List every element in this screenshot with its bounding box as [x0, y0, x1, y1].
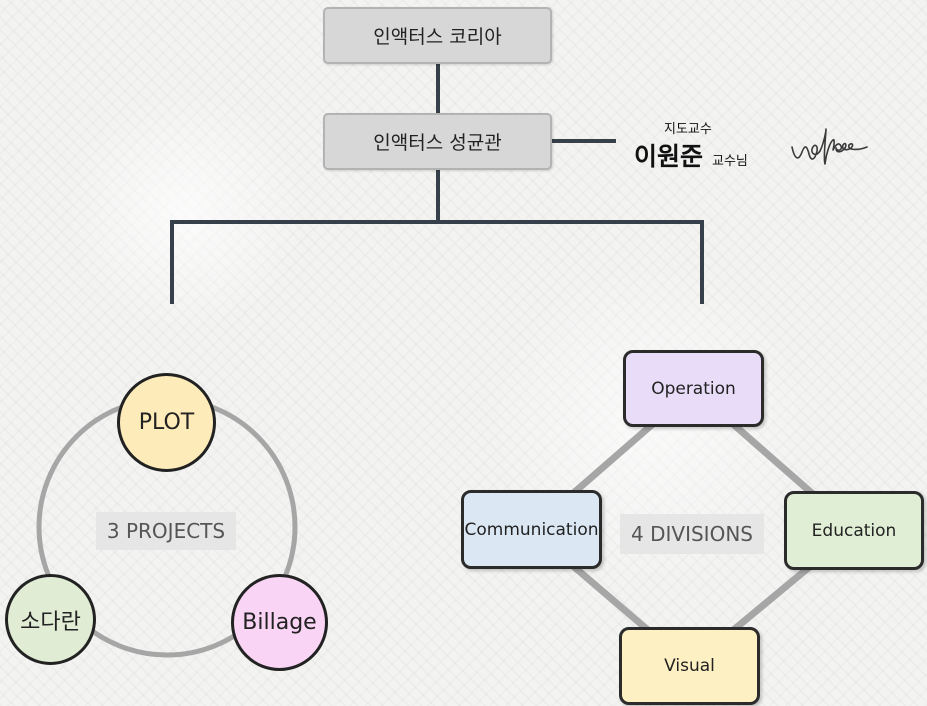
division-label: Operation: [651, 378, 736, 399]
project-node-billage: Billage: [231, 574, 328, 671]
division-box-visual: Visual: [619, 627, 760, 705]
division-box-operation: Operation: [623, 350, 764, 427]
project-node-sodaran: 소다란: [5, 574, 96, 665]
org-box-enactus-korea: 인액터스 코리아: [323, 7, 552, 64]
advisor-title: 교수님: [712, 154, 748, 169]
divisions-center-text: 4 DIVISIONS: [631, 522, 753, 546]
signature-icon: [791, 128, 868, 165]
advisor-label: 지도교수: [664, 122, 712, 137]
project-node-label: PLOT: [138, 410, 195, 435]
division-label: Communication: [464, 519, 599, 540]
projects-center-label: 3 PROJECTS: [96, 512, 236, 550]
divisions-center-label: 4 DIVISIONS: [620, 514, 764, 554]
division-box-communication: Communication: [461, 490, 602, 569]
advisor-name: 이원준: [634, 142, 704, 171]
org-box-enactus-skku: 인액터스 성균관: [323, 113, 552, 170]
project-node-label: 소다란: [20, 609, 81, 635]
projects-center-text: 3 PROJECTS: [106, 519, 226, 543]
division-label: Education: [811, 520, 897, 541]
division-label: Visual: [664, 656, 715, 676]
division-box-education: Education: [784, 491, 924, 570]
org-box-label: 인액터스 코리아: [373, 26, 502, 48]
project-node-label: Billage: [242, 610, 317, 635]
project-node-plot: PLOT: [117, 373, 216, 472]
org-box-label: 인액터스 성균관: [373, 132, 502, 154]
